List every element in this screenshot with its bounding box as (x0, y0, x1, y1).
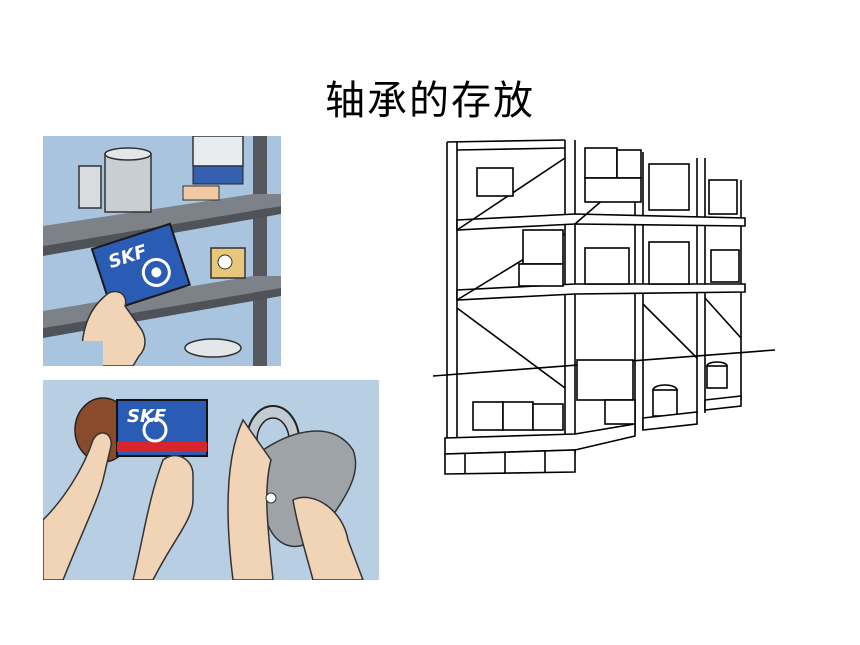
slide-title: 轴承的存放 (325, 78, 535, 124)
warehouse-rack-illustration (425, 138, 780, 483)
unpacking-illustration: SKF (43, 380, 379, 580)
shelf-storage-illustration: SKF (43, 136, 281, 366)
skf-logo-box: SKF (127, 406, 167, 427)
